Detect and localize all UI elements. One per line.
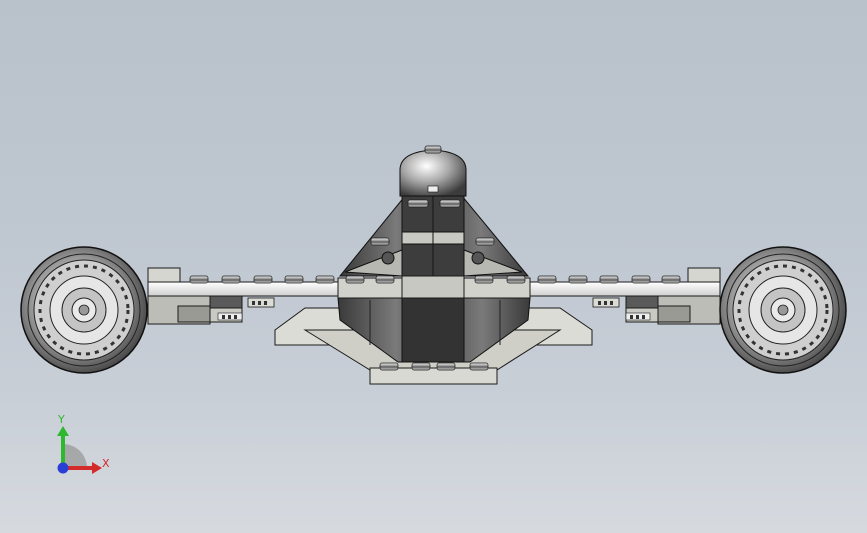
left-engine-wheel — [20, 246, 148, 374]
triad-x-label: X — [102, 457, 110, 470]
triad-axes-icon — [57, 426, 102, 474]
reference-triad: Y X — [40, 408, 120, 480]
right-engine-wheel — [719, 246, 847, 374]
triad-y-label: Y — [58, 413, 65, 426]
